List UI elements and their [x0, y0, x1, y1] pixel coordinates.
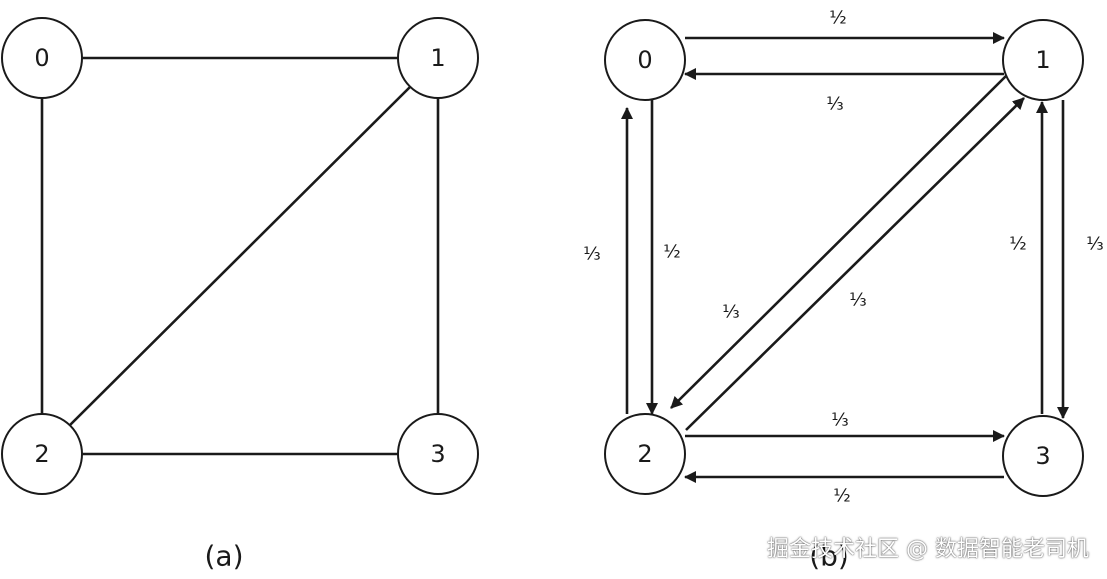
node-a-1-label: 1: [430, 44, 445, 72]
weight-label-2-0: ⅓: [583, 244, 600, 265]
diagram-b-node-0: 0: [604, 19, 686, 101]
diagram-b-edge-labels: ½ ⅓ ½ ⅓ ⅓ ⅓ ⅓ ½ ⅓ ½: [583, 8, 1103, 507]
caption-b: (b): [809, 540, 849, 573]
weight-label-1-0: ⅓: [826, 94, 843, 115]
diagram-b-node-2: 2: [604, 413, 686, 495]
diagram-a-node-0: 0: [1, 17, 83, 99]
diagram-a: 0 1 2 3 (a): [1, 17, 479, 573]
node-b-3-label: 3: [1035, 442, 1050, 470]
node-a-0-label: 0: [34, 44, 49, 72]
weight-label-3-2: ½: [833, 486, 850, 507]
diagram-a-node-1: 1: [397, 17, 479, 99]
caption-a: (a): [204, 540, 243, 573]
weight-label-0-1: ½: [829, 8, 846, 29]
weight-label-3-1: ½: [1009, 234, 1026, 255]
node-a-3-label: 3: [430, 440, 445, 468]
node-b-2-label: 2: [637, 440, 652, 468]
weight-label-1-2: ⅓: [722, 302, 739, 323]
edge-b-2-1: [685, 97, 1025, 431]
diagram-b-node-3: 3: [1002, 415, 1084, 497]
diagram-b: ½ ⅓ ½ ⅓ ⅓ ⅓ ⅓ ½ ⅓ ½ 0 1 2 3 (b): [583, 8, 1103, 573]
diagram-a-edges: [40, 56, 440, 456]
weight-label-2-3: ⅓: [831, 410, 848, 431]
diagram-a-node-3: 3: [397, 413, 479, 495]
weight-label-0-2: ½: [663, 242, 680, 263]
node-b-0-label: 0: [637, 46, 652, 74]
watermark-text: 掘金技术社区 @ 数据智能老司机: [767, 537, 1089, 562]
node-a-2-label: 2: [34, 440, 49, 468]
diagram-a-node-2: 2: [1, 413, 83, 495]
weight-label-2-1: ⅓: [849, 290, 866, 311]
diagram-b-edges: [621, 32, 1069, 483]
diagram-b-node-1: 1: [1002, 19, 1084, 101]
node-b-1-label: 1: [1035, 46, 1050, 74]
edge-b-1-2: [670, 75, 1007, 409]
edge-a-1-2: [69, 86, 411, 426]
weight-label-1-3: ⅓: [1086, 234, 1103, 255]
